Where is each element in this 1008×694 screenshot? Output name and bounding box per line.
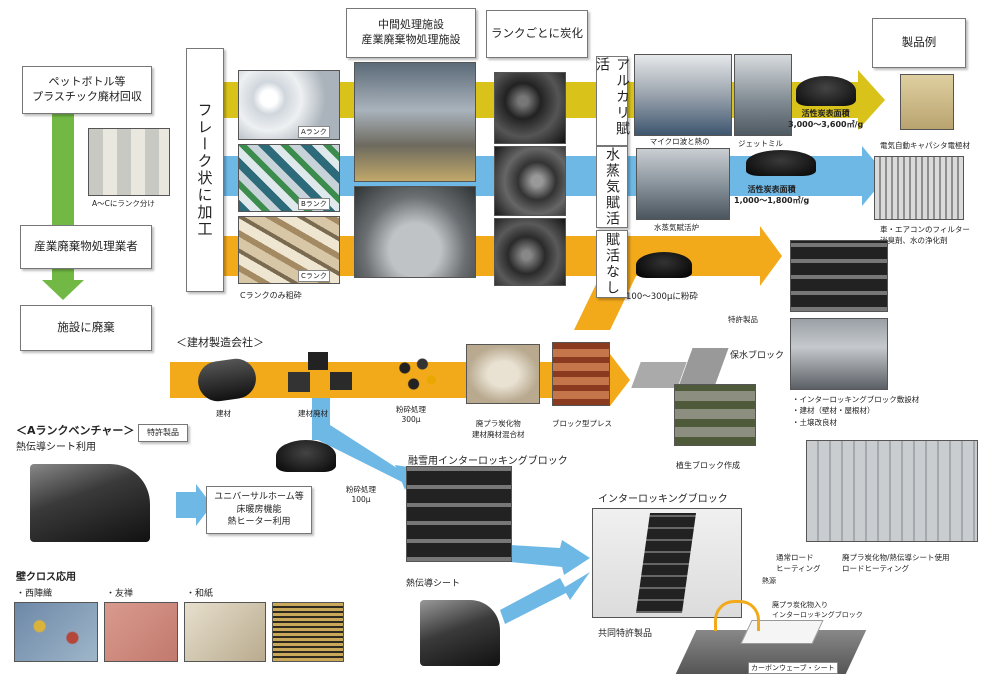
road-normal-label: 通常ロード ヒーティング (776, 553, 821, 573)
jetmill-caption: ジェットミル (738, 139, 783, 148)
parking-photo (790, 318, 888, 390)
carbon-pile-2 (746, 150, 816, 176)
wall-item-0: ・西陣織 (16, 589, 53, 599)
interlocking-photo (592, 508, 742, 618)
products-box: 製品例 (872, 18, 966, 68)
crush100-label: 粉砕処理 100μ (346, 485, 376, 504)
heat-src-label: 熱源 (762, 577, 776, 585)
road-sheet-label: 廃プラ炭化物/熱伝導シート使用 ロードヒーティング (842, 553, 950, 573)
disposer-box: 産業廃棄物処理業者 (20, 225, 152, 269)
capacitor-photo (900, 74, 954, 130)
planting-label: 植生ブロック作成 (676, 461, 740, 470)
patent-product-1: 特許製品 (728, 315, 758, 324)
microwave-photo (634, 54, 732, 136)
wall-item-1: ・友禅 (106, 589, 134, 599)
blue-sheet-arrow (500, 572, 590, 624)
venture-arrow (176, 484, 212, 526)
section-diagram (675, 590, 867, 680)
steam-box: 水蒸気賦活 (596, 146, 628, 228)
waste-cubes (288, 352, 354, 394)
filter-photo (874, 156, 964, 220)
block-note-label: 廃プラ炭化物入り インターロッキングブロック (772, 601, 863, 619)
steam-furnace-caption: 水蒸気賦活炉 (654, 223, 699, 232)
c-rank-tag: Cランク (298, 270, 330, 282)
thermal-sheet-roll (30, 464, 150, 542)
planting-photo (674, 384, 756, 446)
mixture-label: 廃プラ炭化物 建材廃材混合材 (472, 419, 525, 439)
carbonize-box: ランクごとに炭化 (486, 10, 588, 58)
press-label: ブロック型プレス (552, 419, 612, 428)
waste-material-label: 建材廃材 (298, 409, 328, 418)
washi-photo (184, 602, 266, 662)
jetmill-photo (734, 54, 792, 136)
material-label: 建材 (216, 409, 231, 418)
venture-patent: 特許製品 (138, 424, 188, 442)
a-rank-tag: Aランク (298, 126, 330, 138)
filter-caption: 車・エアコンのフィルター 消臭剤、水の浄化剤 (880, 225, 970, 245)
press-photo (552, 342, 610, 406)
uses-label: ・インターロッキングブロック敷設材 ・建材（壁材・屋根材） ・土壌改良材 (792, 395, 920, 427)
venture-usage-box: ユニバーサルホーム等 床暖房機能 熱ヒーター利用 (206, 486, 312, 534)
powder-caption: 100～300μに粉砕 (626, 292, 698, 302)
interlocking-label: インターロッキングブロック (598, 494, 728, 505)
blue-to-interlocking (510, 540, 590, 575)
mesh-photo (272, 602, 344, 662)
grid-block-photo (790, 240, 888, 312)
crush-shapes (396, 356, 440, 396)
steam-furnace-photo (636, 148, 730, 220)
plant-photo-2 (354, 186, 476, 278)
bales-photo (88, 128, 170, 196)
yuzen-photo (104, 602, 178, 662)
nishijin-photo (14, 602, 98, 662)
b-rank-tag: Bランク (298, 198, 330, 210)
rank-sort-label: A～Cにランク分け (92, 199, 155, 208)
noactivation-box: 賦活なし (596, 230, 628, 298)
disposal-box: 施設に廃棄 (20, 305, 152, 351)
thermal-sheet-small (420, 600, 500, 666)
carbon-sheet-label: カーボンウェーブ・シート (748, 662, 838, 674)
activated-area-1: 活性炭表面積 3,000～3,600㎡/g (788, 109, 864, 129)
midfacility-box: 中間処理施設 産業廃棄物処理施設 (346, 8, 476, 58)
snow-block-label: 融雪用インターロッキングブロック (408, 456, 568, 467)
wall-heading: 壁クロス応用 (16, 572, 76, 583)
petbottle-box: ペットボトル等 プラスチック廃材回収 (22, 66, 152, 114)
mixture-photo (466, 344, 540, 404)
wall-item-2: ・和紙 (186, 589, 214, 599)
building-heading: ＜建材製造会社＞ (176, 336, 264, 349)
venture-sub: 熱伝導シート利用 (16, 442, 96, 453)
capacitor-caption: 電気自動キャパシタ電極材 (880, 141, 970, 150)
a-rank-photo (238, 70, 340, 140)
green-arrow (42, 113, 84, 300)
powder-pile (276, 440, 336, 472)
carbon-photo-a (494, 72, 566, 144)
c-only-label: Cランクのみ粗砕 (240, 291, 302, 300)
carbon-photo-c (494, 218, 566, 286)
road-heating-photo (806, 440, 978, 542)
crush-label: 粉砕処理 300μ (396, 405, 426, 424)
blue-branch-arrow (312, 398, 406, 484)
carbon-photo-b (494, 146, 566, 216)
c-rank-photo (238, 216, 340, 284)
activated-area-2: 活性炭表面積 1,000～1,800㎡/g (734, 185, 810, 205)
carbon-pile-3 (636, 252, 692, 278)
carbon-pile-1 (796, 76, 856, 106)
joint-patent-label: 共同特許製品 (598, 629, 653, 639)
plant-photo-1 (354, 62, 476, 182)
alkali-box: アルカリ賦活 (594, 56, 630, 146)
venture-heading: ＜Aランクベンチャー＞ (16, 424, 135, 437)
water-block-label: 保水ブロック (730, 351, 785, 361)
flake-box: フレーク状に加工 (186, 48, 224, 292)
snow-block-photo (406, 466, 512, 562)
thermal-sheet-label: 熱伝導シート (406, 579, 461, 589)
